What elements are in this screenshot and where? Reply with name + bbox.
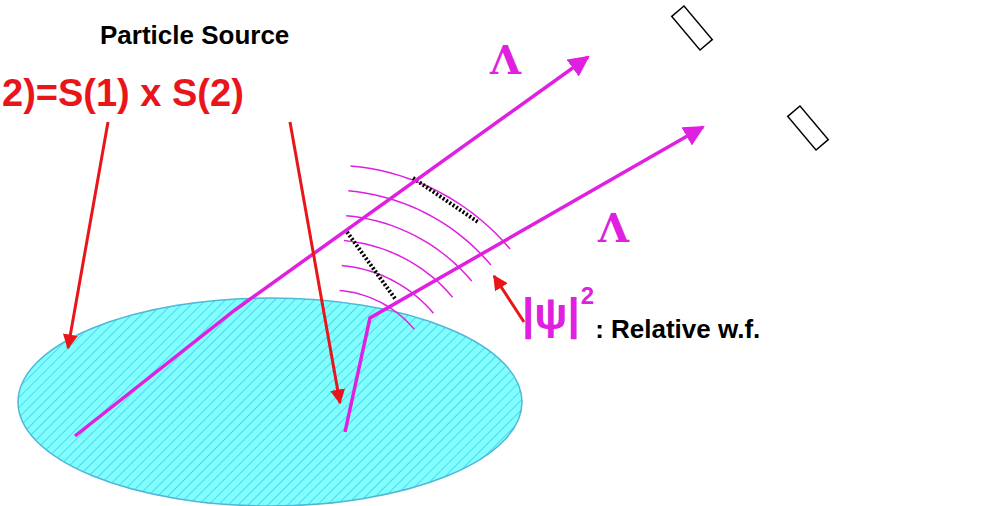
wave-arc bbox=[348, 191, 491, 265]
particle-symbol: Λ bbox=[598, 208, 629, 248]
particle-symbol: Λ bbox=[490, 40, 521, 80]
formula-label: 2)=S(1) x S(2) bbox=[2, 74, 244, 112]
wave-arcs bbox=[340, 166, 510, 329]
exponent: 2 bbox=[581, 284, 594, 308]
caption-label: : Relative w.f. bbox=[595, 316, 760, 342]
particle-track bbox=[345, 127, 703, 432]
leader-arrow bbox=[290, 122, 340, 403]
wave-arc bbox=[350, 166, 510, 249]
wavefunction-symbol: |ψ| bbox=[522, 292, 580, 336]
detector bbox=[788, 106, 829, 150]
leader-arrow bbox=[68, 122, 108, 348]
separation-mark bbox=[413, 178, 478, 222]
leader-arrow bbox=[494, 276, 524, 322]
source-region bbox=[18, 298, 522, 506]
detector bbox=[672, 6, 713, 50]
wave-arc bbox=[340, 290, 415, 329]
particle-track bbox=[75, 57, 588, 436]
separation-mark bbox=[347, 232, 396, 300]
title-label: Particle Source bbox=[100, 22, 289, 48]
